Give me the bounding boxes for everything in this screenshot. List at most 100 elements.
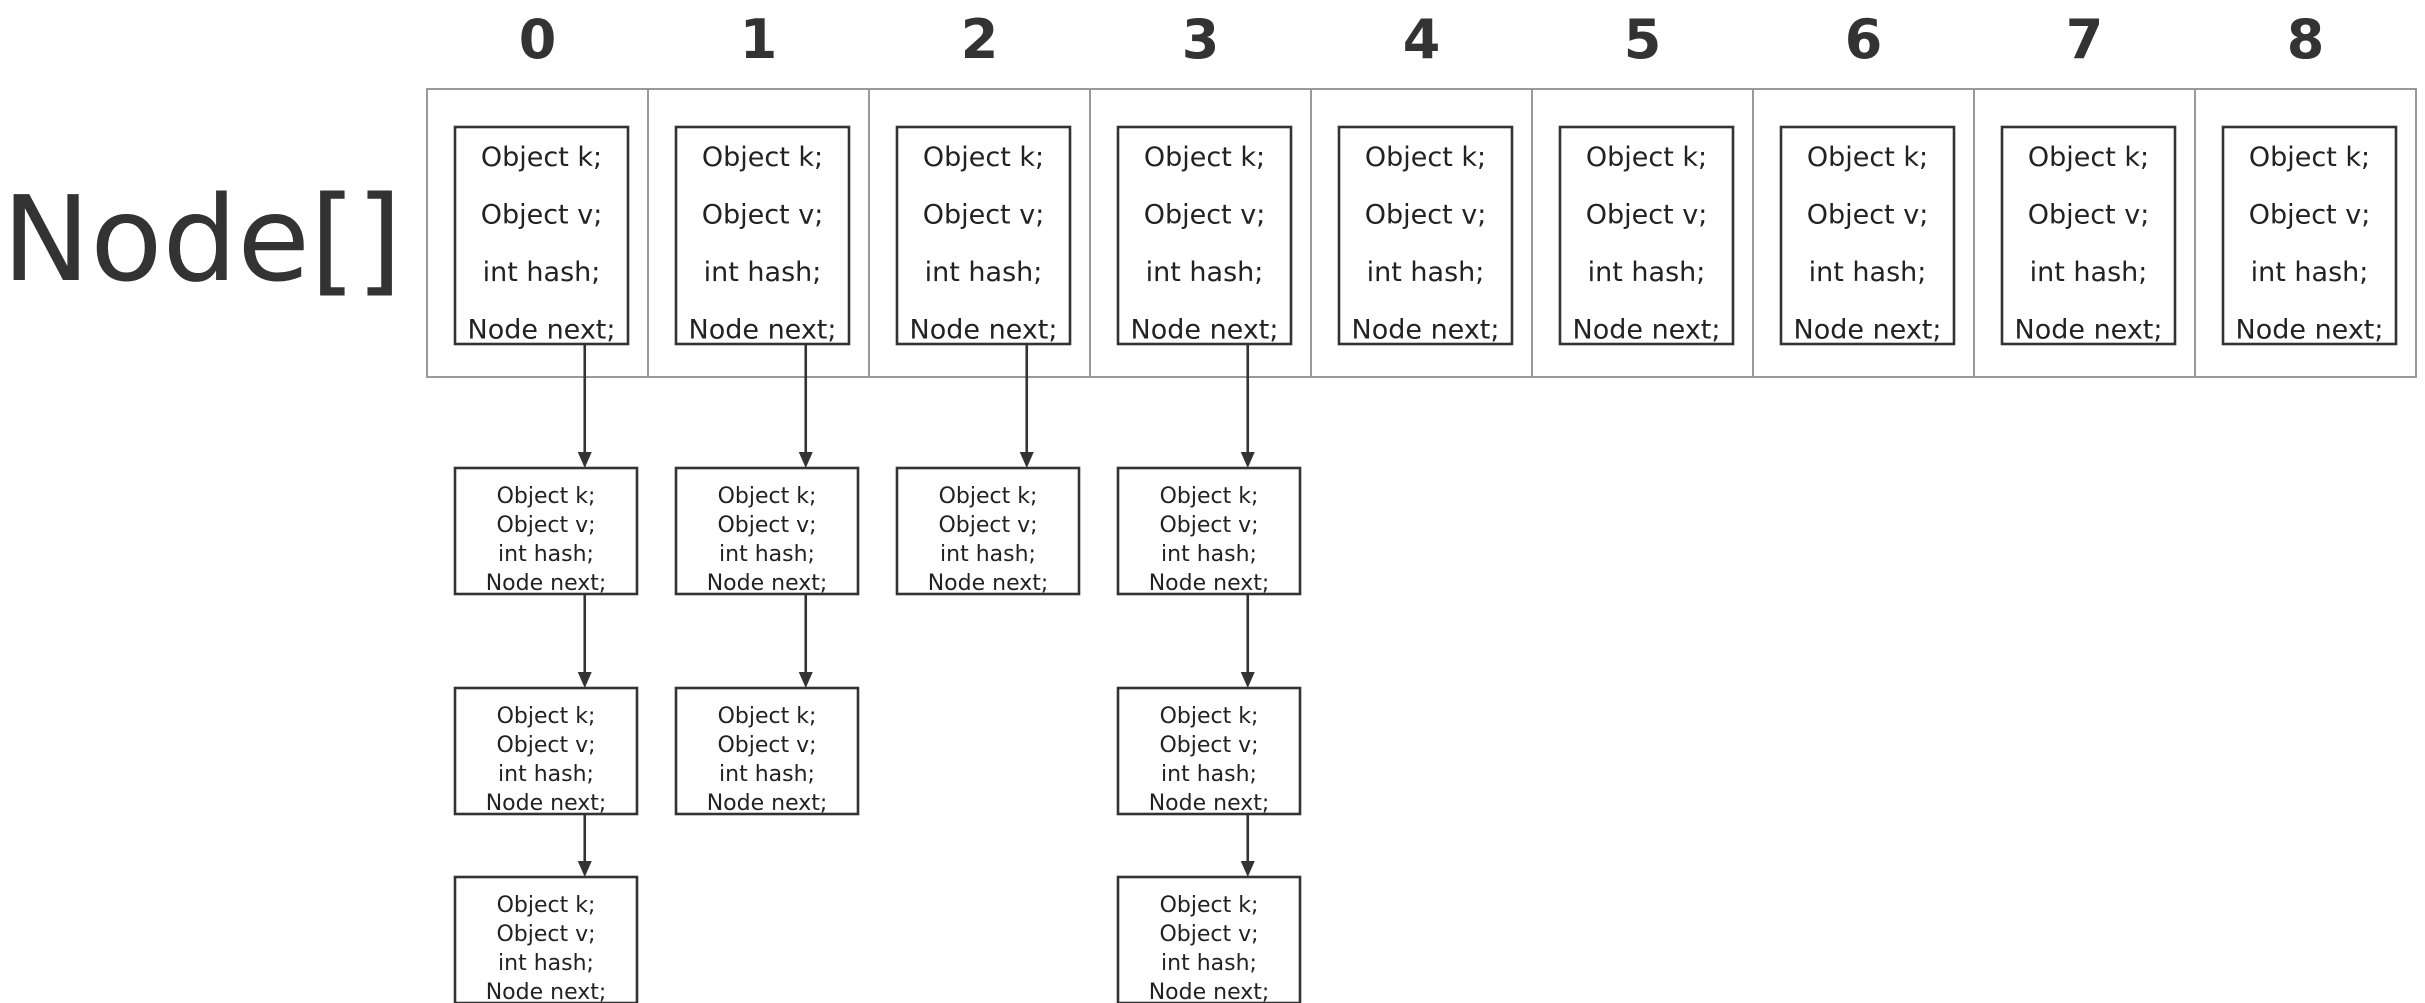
arrow-head xyxy=(1240,452,1255,468)
node-box xyxy=(1558,125,1735,346)
node-field: Object v; xyxy=(702,200,824,231)
bucket-node-2: Object k;Object v;int hash;Node next; xyxy=(895,125,1072,346)
index-label-7: 7 xyxy=(2066,8,2104,71)
chain-node-1-1: Object k;Object v;int hash;Node next; xyxy=(674,466,860,596)
node-box xyxy=(2221,125,2398,346)
node-field: Node next; xyxy=(1131,315,1279,346)
arrow-head xyxy=(577,861,592,877)
node-field: int hash; xyxy=(704,257,822,288)
node-box xyxy=(895,466,1081,596)
array-cell-4: Object k; Object v; int hash; Node next; xyxy=(1310,88,1533,378)
array-cell-7: Object k;Object v;int hash;Node next; xyxy=(1973,88,2196,378)
node-field: int hash; xyxy=(483,257,601,288)
next-pointer-arrow xyxy=(1240,344,1255,468)
chain-node-3-3: Object k;Object v;int hash;Node next; xyxy=(1116,875,1302,1003)
node-box xyxy=(1337,125,1514,346)
index-label-0: 0 xyxy=(519,8,557,71)
node-box xyxy=(453,466,639,596)
array-cell-3: Object k;Object v;int hash;Node next; xyxy=(1089,88,1312,378)
node-box xyxy=(1116,686,1302,816)
array-cell-1: Object k;Object v;int hash;Node next; xyxy=(647,88,870,378)
chain-node-3-2: Object k;Object v;int hash;Node next; xyxy=(1116,686,1302,816)
bucket-node-1: Object k;Object v;int hash;Node next; xyxy=(674,125,851,346)
index-label-3: 3 xyxy=(1182,8,1220,71)
arrow-head xyxy=(577,452,592,468)
chain-node-0-2: Object k;Object v;int hash;Node next; xyxy=(453,686,639,816)
chain-node-0-1: Object k;Object v;int hash;Node next; xyxy=(453,466,639,596)
node-field: Node next; xyxy=(2015,315,2163,346)
node-field: Object v; xyxy=(1365,200,1487,231)
next-pointer-arrow xyxy=(1240,594,1255,688)
node-field: Object v; xyxy=(496,733,595,758)
arrow-head xyxy=(1019,452,1034,468)
node-field: int hash; xyxy=(1161,951,1257,976)
node-field: Node next; xyxy=(1149,571,1270,596)
node-field: Object v; xyxy=(481,200,603,231)
node-box xyxy=(1116,125,1293,346)
arrow-head xyxy=(1240,672,1255,688)
node-field: Node next; xyxy=(707,791,828,816)
arrow-head xyxy=(798,672,813,688)
bucket-node-3: Object k;Object v;int hash;Node next; xyxy=(1116,125,1293,346)
bucket-node-8: Object k;Object v;int hash;Node next; xyxy=(2221,125,2398,346)
node-box xyxy=(1116,875,1302,1003)
node-field: int hash; xyxy=(498,951,594,976)
node-field: int hash; xyxy=(1161,762,1257,787)
index-label-1: 1 xyxy=(740,8,778,71)
node-field: Object v; xyxy=(2028,200,2150,231)
node-field: int hash; xyxy=(1367,257,1485,288)
node-field: Object k; xyxy=(923,142,1044,173)
node-field: int hash; xyxy=(1809,257,1927,288)
arrow-head xyxy=(577,672,592,688)
arrow-head xyxy=(798,452,813,468)
node-box xyxy=(1779,125,1956,346)
next-pointer-arrow xyxy=(1240,814,1255,877)
next-pointer-arrow xyxy=(577,594,592,688)
node-field: int hash; xyxy=(498,542,594,567)
node-field: int hash; xyxy=(2030,257,2148,288)
chain-node-0-3: Object k;Object v;int hash;Node next; xyxy=(453,875,639,1003)
next-pointer-arrow xyxy=(798,594,813,688)
node-field: Object k; xyxy=(939,484,1038,509)
bucket-node-4: Object k; Object v; int hash; Node next; xyxy=(1337,125,1514,346)
node-box xyxy=(453,875,639,1003)
node-field: Object v; xyxy=(717,733,816,758)
node-box xyxy=(674,125,851,346)
index-label-4: 4 xyxy=(1403,8,1441,71)
chain-node-2-1: Object k;Object v;int hash;Node next; xyxy=(895,466,1081,596)
node-field: Object v; xyxy=(1807,200,1929,231)
bucket-node-0: Object k;Object v;int hash;Node next; xyxy=(453,125,630,346)
node-field: Object k; xyxy=(718,704,817,729)
next-pointer-arrow xyxy=(1019,344,1034,468)
node-field: int hash; xyxy=(940,542,1036,567)
node-field: Object v; xyxy=(1586,200,1708,231)
node-field: Object v; xyxy=(1144,200,1266,231)
node-box xyxy=(1116,466,1302,596)
node-field: Object k; xyxy=(1160,893,1259,918)
node-field: Node next; xyxy=(689,315,837,346)
node-box xyxy=(674,686,860,816)
node-field: Object k; xyxy=(497,704,596,729)
node-field: Object k; xyxy=(1160,484,1259,509)
node-field: Object k; xyxy=(1365,142,1486,173)
node-field: Object v; xyxy=(2249,200,2371,231)
node-field: Node next; xyxy=(1149,791,1270,816)
node-box xyxy=(453,686,639,816)
node-field: Object v; xyxy=(923,200,1045,231)
next-pointer-arrow xyxy=(577,344,592,468)
chain-node-3-1: Object k;Object v;int hash;Node next; xyxy=(1116,466,1302,596)
node-field: Node next; xyxy=(1149,980,1270,1003)
node-field: Object k; xyxy=(2249,142,2370,173)
array-cell-6: Object k;Object v;int hash;Node next; xyxy=(1752,88,1975,378)
node-field: Object k; xyxy=(1144,142,1265,173)
node-field: Node next; xyxy=(1352,315,1500,346)
node-field: Object v; xyxy=(496,513,595,538)
node-field: int hash; xyxy=(1161,542,1257,567)
bucket-node-5: Object k;Object v;int hash;Node next; xyxy=(1558,125,1735,346)
next-pointer-arrow xyxy=(577,814,592,877)
node-field: Node next; xyxy=(1794,315,1942,346)
node-field: Node next; xyxy=(486,791,607,816)
node-field: Node next; xyxy=(486,980,607,1003)
node-field: Object k; xyxy=(1160,704,1259,729)
